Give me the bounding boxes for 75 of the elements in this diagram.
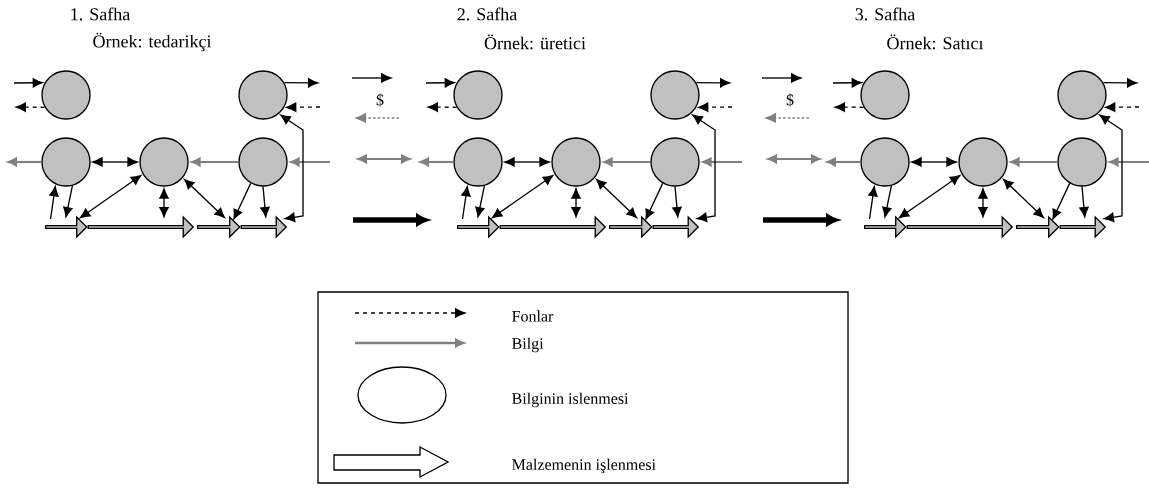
arrow — [911, 157, 957, 167]
arrow — [868, 186, 878, 220]
arrow — [49, 186, 59, 220]
arrow — [283, 78, 319, 88]
arrow — [1099, 114, 1123, 222]
arrow — [491, 175, 554, 219]
arrow — [7, 157, 42, 167]
arrow — [571, 188, 581, 218]
arrow — [183, 178, 225, 219]
arrow — [63, 185, 74, 218]
arrow — [698, 102, 733, 112]
arrow — [702, 157, 742, 167]
process-circle — [139, 137, 189, 187]
process-circle — [650, 70, 700, 120]
arrow — [898, 175, 961, 219]
process-circle — [453, 70, 503, 120]
arrow — [595, 178, 637, 219]
arrow — [159, 188, 169, 218]
arrow — [419, 157, 454, 167]
arrow — [692, 114, 716, 222]
legend-entry: Bilgi — [355, 337, 544, 353]
arrow — [1002, 178, 1044, 219]
arrow — [233, 182, 252, 220]
stage-subtitle: Örnek: üretici — [484, 34, 586, 50]
arrow — [1109, 157, 1149, 167]
arrow — [92, 157, 138, 167]
process-circle — [958, 137, 1008, 187]
process-circle — [238, 70, 288, 120]
stage-title: 1. Safha — [71, 7, 130, 21]
stage-title: 2. Safha — [457, 7, 517, 21]
arrow — [832, 78, 862, 88]
arrow — [1052, 182, 1071, 220]
legend-entry: Malzemenin işlenmesi — [333, 445, 656, 479]
arrow — [475, 185, 486, 218]
arrow — [603, 157, 651, 167]
process-circle — [238, 137, 288, 187]
legend-entry: Fonlar — [354, 308, 554, 322]
arrow — [504, 157, 550, 167]
process-circle — [1057, 137, 1107, 187]
arrow — [461, 186, 471, 220]
arrow — [15, 102, 46, 112]
stage-subtitle: Örnek: Satıcı — [887, 34, 984, 50]
arrow — [286, 102, 321, 112]
dollar-sign: $ — [376, 93, 384, 107]
process-circle — [41, 70, 91, 120]
arrow — [280, 114, 304, 222]
process-circle — [453, 137, 503, 187]
arrow — [834, 102, 865, 112]
stage-title: 3. Safha — [855, 7, 915, 21]
process-circle — [1057, 70, 1107, 120]
arrow — [672, 186, 682, 218]
arrow — [1105, 102, 1140, 112]
arrow — [427, 102, 458, 112]
process-circle — [860, 70, 910, 120]
arrow — [645, 182, 664, 220]
process-circle — [860, 137, 910, 187]
arrow — [13, 78, 43, 88]
arrow — [191, 157, 239, 167]
legend-entry: Bilginin islenmesi — [357, 366, 629, 424]
arrow — [1010, 157, 1058, 167]
arrow — [695, 78, 731, 88]
arrow — [978, 188, 988, 218]
arrow — [79, 175, 142, 219]
process-circle — [650, 137, 700, 187]
arrow — [260, 186, 270, 218]
arrow — [425, 78, 455, 88]
process-circle — [41, 137, 91, 187]
process-circle — [551, 137, 601, 187]
stage-subtitle: Örnek: tedarikçi — [93, 32, 212, 52]
arrow — [1079, 186, 1089, 218]
arrow — [882, 185, 893, 218]
dollar-sign: $ — [786, 93, 794, 107]
arrow — [290, 157, 330, 167]
arrow — [826, 157, 861, 167]
arrow — [1102, 78, 1138, 88]
